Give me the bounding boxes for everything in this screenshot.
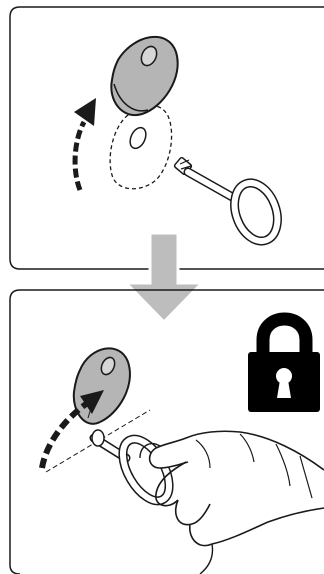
panel-step-2: [9, 289, 324, 574]
down-arrow-icon: [122, 231, 206, 325]
dashed-arrow-icon: [39, 390, 104, 469]
panel-2-frame: [9, 289, 324, 574]
panel-1-frame: [9, 6, 324, 270]
cover-dashed-outline: [109, 104, 173, 190]
hand-icon: [139, 430, 324, 574]
key-inserted: [89, 429, 174, 506]
padlock-icon: [248, 312, 320, 412]
lock-cover: [110, 35, 179, 117]
panel-step-1: [9, 6, 324, 270]
rotate-arrow-icon: [72, 98, 96, 191]
key-icon: [173, 156, 282, 246]
lock-cover-closed: [72, 347, 131, 425]
